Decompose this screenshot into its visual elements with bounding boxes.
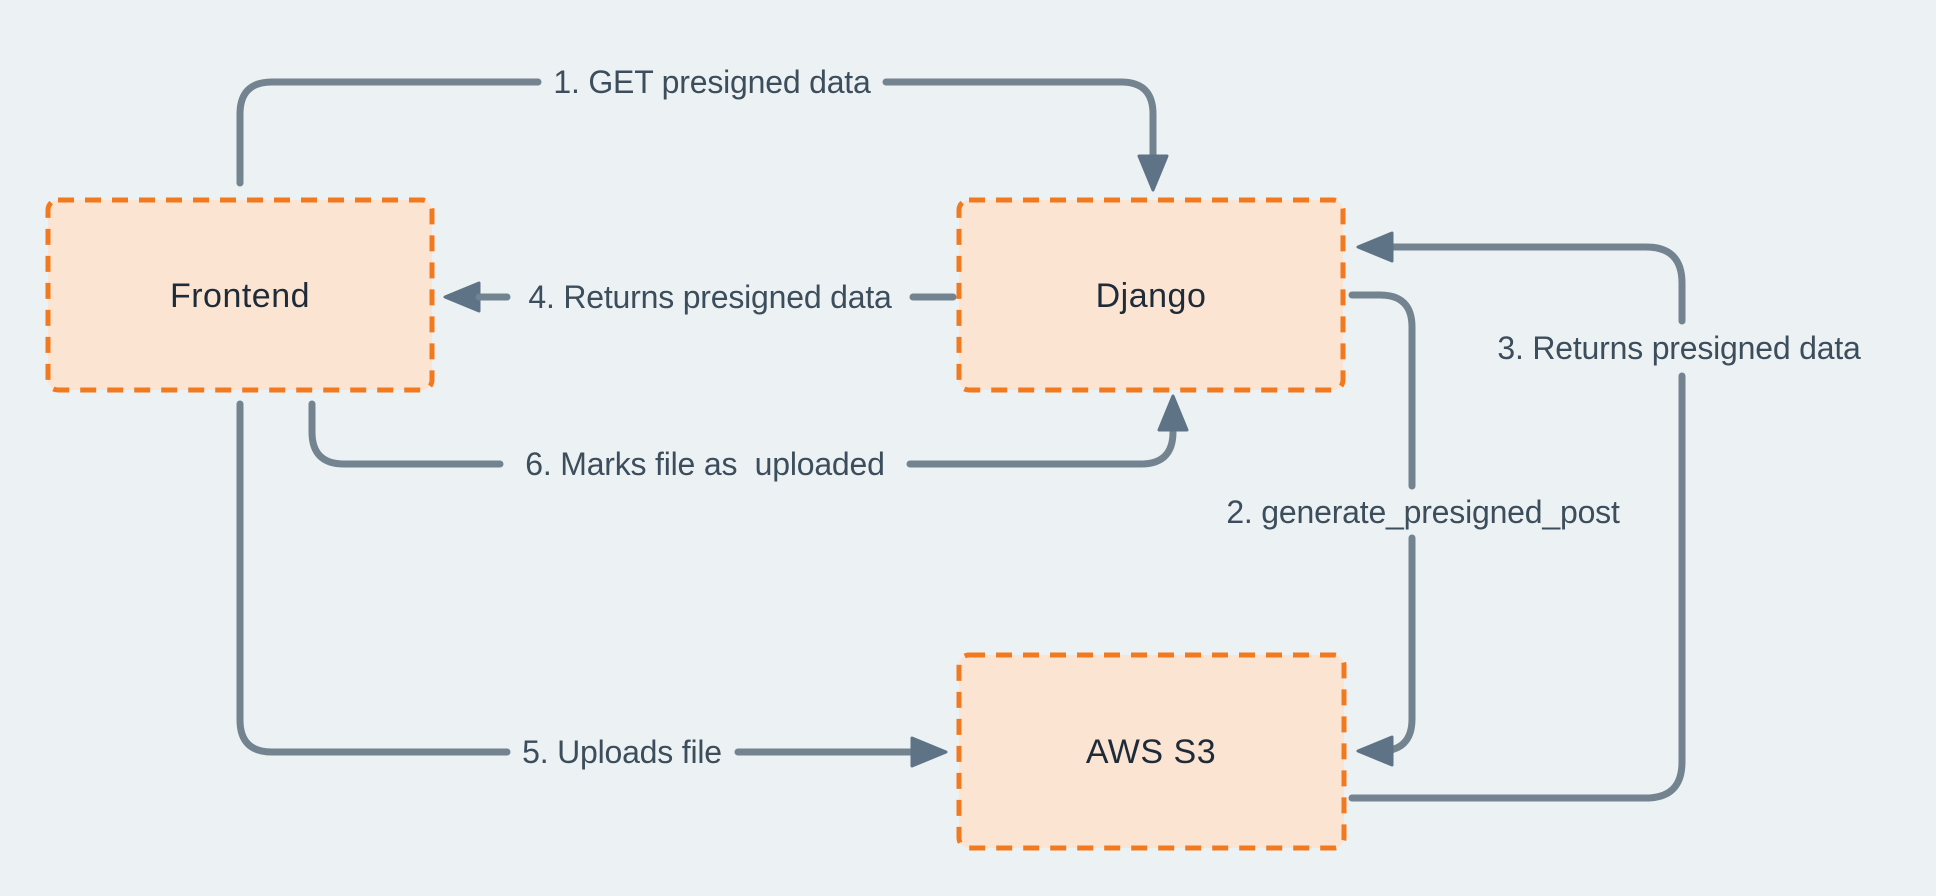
node-django-label: Django: [1096, 277, 1207, 315]
node-aws-s3-label: AWS S3: [1086, 733, 1216, 771]
node-django-box: [956, 197, 1346, 393]
node-frontend: Frontend: [45, 197, 435, 393]
arrow-3-segment-bottom: [1348, 372, 1686, 802]
edge-label-3: 3. Returns presigned data: [1497, 330, 1861, 366]
arrow-1-segment-left: [236, 78, 542, 187]
node-frontend-box: [45, 197, 435, 393]
edge-label-5: 5. Uploads file: [522, 734, 722, 770]
edge-label-4: 4. Returns presigned data: [528, 279, 892, 315]
node-aws-s3-box: [956, 652, 1347, 851]
node-django: Django: [956, 197, 1346, 393]
arrow-6-segment-right: [906, 428, 1177, 468]
edge-label-1: 1. GET presigned data: [553, 64, 871, 100]
arrow-5-arrowhead-right-icon: [910, 736, 948, 768]
arrow-1-segment-right: [882, 78, 1157, 162]
node-frontend-label: Frontend: [170, 277, 310, 315]
node-aws-s3: AWS S3: [956, 652, 1347, 851]
arrow-6-segment-left: [308, 400, 504, 468]
arrow-1-get-presigned-data: 1. GET presigned data: [236, 64, 1169, 192]
arrow-2-arrowhead-left-icon: [1356, 735, 1394, 767]
arrow-5-uploads-file: 5. Uploads file: [236, 400, 948, 770]
arrow-1-arrowhead-down-icon: [1137, 154, 1169, 192]
arrow-3-returns-presigned-data: 3. Returns presigned data: [1348, 231, 1861, 802]
edge-label-2: 2. generate_presigned_post: [1226, 494, 1620, 530]
arrow-3-segment-top: [1388, 243, 1686, 325]
arrow-5-segment-left: [236, 400, 511, 756]
arrow-6-marks-file-uploaded: 6. Marks file as uploaded: [308, 394, 1189, 482]
arrow-4-arrowhead-left-icon: [443, 281, 481, 313]
arrow-3-arrowhead-left-icon: [1356, 231, 1394, 263]
arrow-2-segment-bottom: [1376, 534, 1416, 755]
arrow-2-generate-presigned-post: 2. generate_presigned_post: [1226, 291, 1620, 767]
edge-label-6: 6. Marks file as uploaded: [525, 446, 884, 482]
arrow-6-arrowhead-up-icon: [1157, 394, 1189, 432]
arrow-2-segment-top: [1348, 291, 1416, 490]
arrow-4-returns-presigned-data: 4. Returns presigned data: [443, 279, 957, 315]
